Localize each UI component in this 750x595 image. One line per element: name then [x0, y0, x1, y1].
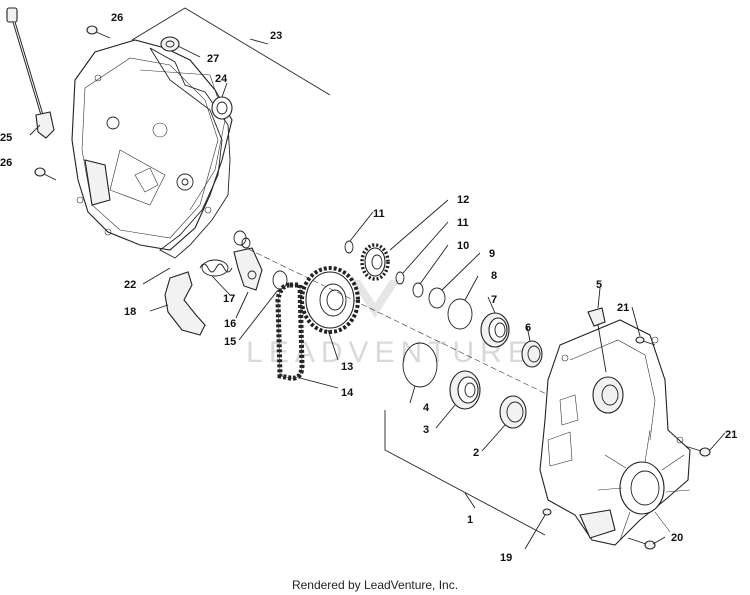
tensioner-spring [199, 259, 233, 277]
snap-ring-11-right [395, 271, 405, 285]
outer-cover-assembly [71, 39, 233, 251]
retaining-ring-9 [428, 287, 446, 309]
callout-11-right: 11 [457, 217, 469, 229]
chain-guide [164, 271, 206, 336]
group-bracket-23 [131, 7, 331, 96]
callout-2: 2 [473, 447, 479, 459]
bolt-21-top [635, 336, 656, 346]
o-ring-4 [402, 342, 438, 388]
callout-9: 9 [489, 248, 495, 260]
chaincase-housing [539, 319, 691, 546]
callout-15: 15 [224, 336, 236, 348]
callout-13: 13 [341, 361, 353, 373]
callout-labels: 26 23 27 24 25 26 22 18 17 16 15 13 14 1… [0, 12, 737, 564]
callout-24: 24 [215, 73, 228, 85]
callout-16: 16 [224, 318, 236, 330]
bolt-top [86, 25, 111, 39]
callout-7: 7 [491, 294, 497, 306]
callout-10: 10 [457, 240, 469, 252]
footer-credit: Rendered by LeadVenture, Inc. [291, 578, 459, 592]
callout-12: 12 [457, 194, 469, 206]
watermark-text: LEADVENTURE [246, 336, 534, 369]
callout-3: 3 [423, 424, 429, 436]
large-sprocket [300, 266, 360, 334]
breather-fitting [587, 307, 607, 373]
callout-20: 20 [671, 532, 683, 544]
bolt-21-right [684, 445, 711, 457]
washer [412, 282, 424, 298]
callout-18: 18 [124, 306, 136, 318]
callout-27: 27 [207, 53, 219, 65]
group-bracket-1 [384, 410, 546, 536]
o-ring-8 [447, 298, 473, 330]
cover-seal [211, 96, 233, 120]
callout-14: 14 [341, 387, 354, 399]
seal-6 [521, 340, 543, 368]
callout-21-right: 21 [725, 429, 737, 441]
small-gear [360, 243, 390, 281]
bolt-19 [542, 508, 552, 516]
watermark: LEADVENTURE [246, 280, 534, 369]
bolt-20 [627, 537, 656, 550]
bolt-left [34, 167, 57, 181]
callout-25: 25 [0, 132, 12, 144]
callout-8: 8 [491, 270, 497, 282]
leader-lines [29, 45, 726, 550]
callout-1: 1 [467, 514, 473, 526]
callout-23: 23 [270, 30, 282, 42]
callout-4: 4 [423, 402, 430, 414]
speed-sensor [6, 7, 55, 139]
callout-21-top: 21 [617, 302, 629, 314]
seal-2 [499, 395, 527, 429]
bearing-3 [449, 370, 481, 410]
tensioner-arm [233, 230, 263, 291]
cover-gasket [149, 47, 231, 259]
callout-5: 5 [596, 279, 602, 291]
callout-26-left: 26 [0, 157, 12, 169]
bearing-7 [480, 312, 510, 348]
grommet [160, 36, 180, 52]
callout-17: 17 [223, 293, 235, 305]
callout-6: 6 [525, 322, 531, 334]
callout-11-left: 11 [373, 208, 385, 220]
callout-22: 22 [124, 279, 136, 291]
callout-19: 19 [500, 552, 512, 564]
snap-ring-11-left [344, 240, 354, 254]
callout-26-top: 26 [111, 12, 123, 24]
drive-chain [275, 282, 305, 381]
